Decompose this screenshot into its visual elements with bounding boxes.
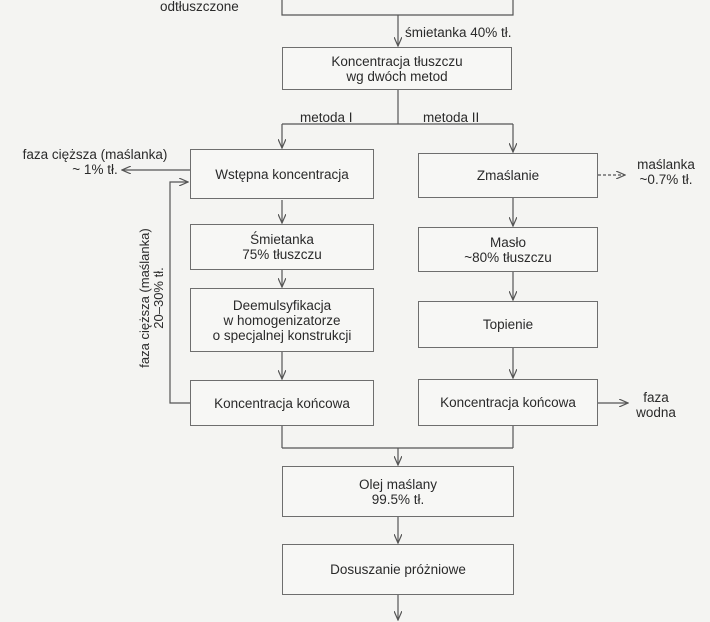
heavy-phase-side-label: faza cięższa (maślanka) 20–30% tł. <box>137 228 166 368</box>
heavy-phase-top-label: faza cięższa (maślanka) ~ 1% tł. <box>22 147 168 177</box>
vacuum-drying-box: Dosuszanie próżniowe <box>282 544 514 595</box>
pre-concentration-box: Wstępna koncentracja <box>190 149 374 199</box>
skim-label: odtłuszczone <box>160 0 239 14</box>
recycle-loop <box>169 182 190 404</box>
melting-box: Topienie <box>418 301 598 348</box>
concentration-box: Koncentracja tłuszczu wg dwóch metod <box>282 47 512 90</box>
churning-box: Zmaślanie <box>418 153 598 198</box>
water-phase-label: faza wodna <box>636 390 676 420</box>
butter-oil-box: Olej maślany 99.5% tł. <box>282 466 514 517</box>
buttermilk-right-label: maślanka ~0.7% tł. <box>637 157 695 187</box>
concentration-line-1: Koncentracja tłuszczu <box>331 53 463 69</box>
method-2-label: metoda II <box>423 110 480 125</box>
concentration-line-2: wg dwóch metod <box>346 68 448 84</box>
cream-40-label: śmietanka 40% tł. <box>405 25 512 40</box>
final-concentration-left-box: Koncentracja końcowa <box>190 380 374 426</box>
final-concentration-right-box: Koncentracja końcowa <box>418 379 598 426</box>
cream-75-box: Śmietanka 75% tłuszczu <box>190 224 374 270</box>
top-box-edge <box>281 0 514 16</box>
demulsification-box: Deemulsyfikacja w homogenizatorze o spec… <box>190 288 374 352</box>
method-1-label: metoda I <box>300 110 353 125</box>
butter-80-box: Masło ~80% tłuszczu <box>418 227 598 272</box>
